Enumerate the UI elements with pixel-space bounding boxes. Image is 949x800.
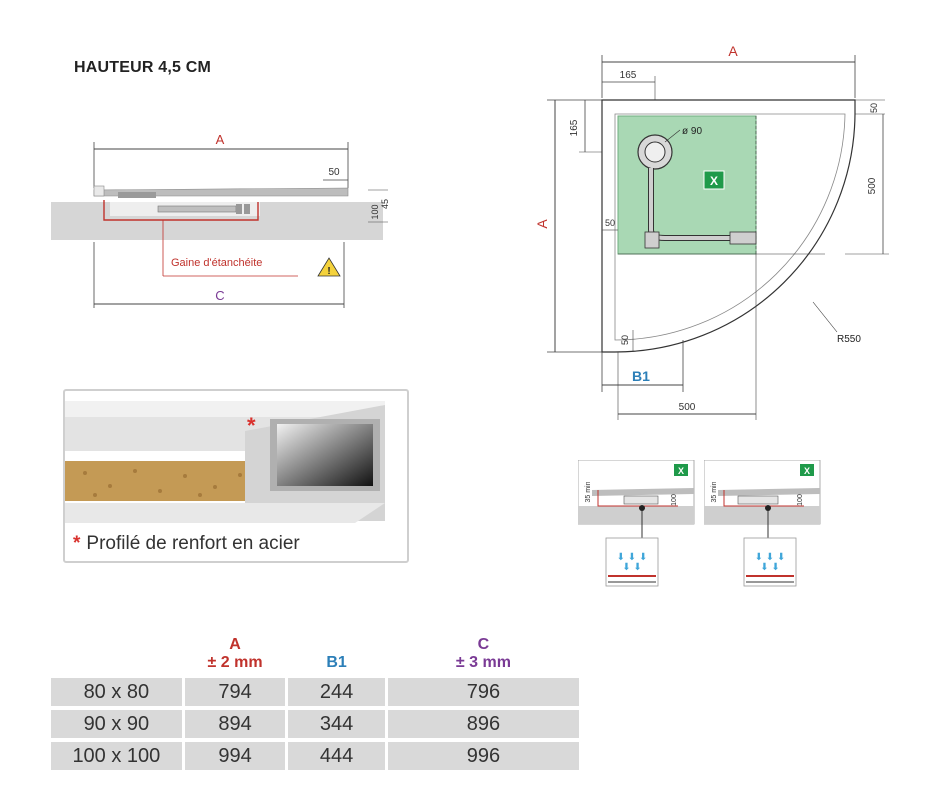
plan-drawing: A 165 50 500 A 165 ø 90 X 50 50 R550 [534,43,889,420]
header-c-name: C [477,636,490,653]
reinforcement-marker: * [247,413,256,438]
drain-zone [617,115,757,255]
svg-text:⬇ ⬇ ⬇: ⬇ ⬇ ⬇ [617,552,648,563]
section-dim-c-label: C [215,288,224,303]
svg-text:X: X [678,466,684,476]
table-row: 100 x 100 994 444 996 [51,742,579,770]
plan-dim-500-right: 500 [867,177,878,194]
cell-c: 796 [387,678,579,706]
reinforcement-illustration [65,401,385,523]
header-b1: B1 [288,636,385,674]
cell-a: 794 [184,678,286,706]
svg-text:X: X [804,466,810,476]
reinforcement-photo: * *Profilé de renfort en acier [63,389,409,563]
install-1-x-badge: X [674,464,688,476]
table-row: 90 x 90 894 344 896 [51,710,579,738]
cell-size: 100 x 100 [51,742,182,770]
svg-text:X: X [710,174,718,188]
plan-dim-a-top: A [728,43,738,59]
photo-caption: Profilé de renfort en acier [86,533,300,554]
section-dim-50: 50 [328,167,340,178]
section-drawing: A 50 45 100 Gaine d'étanchéite ! C [51,132,390,308]
header-a-unit: ± 2 mm [207,654,263,671]
svg-text:⬇ ⬇ ⬇: ⬇ ⬇ ⬇ [755,552,786,563]
plan-dim-165-side: 165 [569,119,580,136]
header-a-name: A [229,636,241,653]
gaine-label: Gaine d'étanchéite [171,257,262,269]
page-title: HAUTEUR 4,5 CM [74,59,212,76]
install-1-min: 35 min [585,481,592,502]
install-2-min: 35 min [711,481,718,502]
header-c: C ± 3 mm [388,636,579,674]
plan-dim-50-top-right: 50 [869,103,879,113]
plan-dim-165-top: 165 [620,70,637,81]
water-drops-icon: ⬇ ⬇ ⬇ ⬇ ⬇ [755,552,786,573]
install-2-x-badge: X [800,464,814,476]
svg-text:⬇ ⬇: ⬇ ⬇ [622,562,642,573]
header-b1-name: B1 [326,654,347,671]
plan-dim-50-bottom: 50 [620,335,630,345]
section-dim-45: 45 [380,199,390,209]
plan-dim-500-bottom: 500 [679,402,696,413]
section-dim-a-label: A [216,132,225,147]
water-drops-icon: ⬇ ⬇ ⬇ ⬇ ⬇ [617,552,648,573]
install-diagram-1: 35 min 100 X ⬇ ⬇ ⬇ ⬇ ⬇ [578,460,695,587]
plan-x-badge: X [703,170,725,190]
plan-radius: R550 [837,334,861,345]
dimension-table: A ± 2 mm B1 C ± 3 mm 80 x 80 794 244 796… [48,632,582,774]
cell-a: 994 [184,742,286,770]
header-a: A ± 2 mm [185,636,286,674]
install-1-dim: 100 [671,494,678,506]
table-header-row: A ± 2 mm B1 C ± 3 mm [51,636,579,674]
photo-caption-row: *Profilé de renfort en acier [73,533,300,555]
cell-c: 896 [387,710,579,738]
caption-star: * [73,533,81,554]
plan-dim-50-left: 50 [605,218,615,228]
svg-text:⬇ ⬇: ⬇ ⬇ [760,562,780,573]
cell-b1: 244 [288,678,385,706]
cell-b1: 444 [288,742,385,770]
section-dim-100: 100 [370,204,380,219]
svg-text:!: ! [327,266,330,277]
cell-c: 996 [387,742,579,770]
plan-dim-b1: B1 [632,368,650,384]
cell-a: 894 [184,710,286,738]
plan-dim-a-side: A [534,219,550,229]
install-2-dim: 100 [797,494,804,506]
cell-b1: 344 [288,710,385,738]
plan-diameter: ø 90 [682,126,702,137]
cell-size: 80 x 80 [51,678,182,706]
header-size [51,636,182,674]
table-row: 80 x 80 794 244 796 [51,678,579,706]
cell-size: 90 x 90 [51,710,182,738]
warning-triangle-icon: ! [317,257,341,277]
install-diagram-2: 35 min 100 X ⬇ ⬇ ⬇ ⬇ ⬇ [704,460,821,587]
header-c-unit: ± 3 mm [455,654,511,671]
